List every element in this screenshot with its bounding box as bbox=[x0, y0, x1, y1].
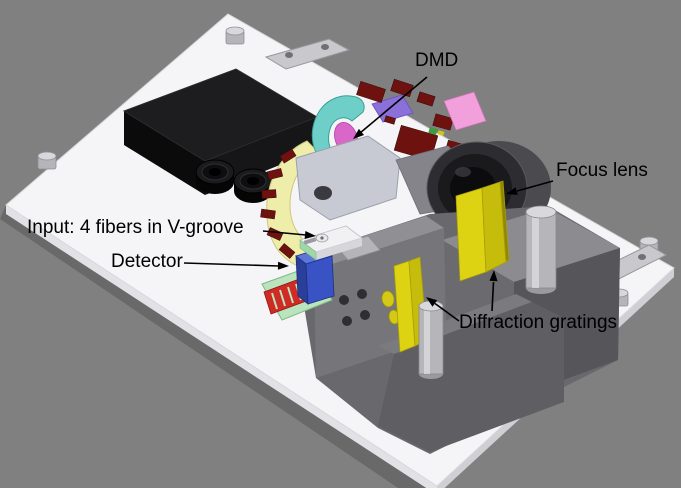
arrow-detector bbox=[183, 261, 289, 270]
support-post-2 bbox=[418, 300, 444, 379]
board-yellow-bit bbox=[437, 130, 445, 136]
arrow-grating-lower bbox=[426, 297, 460, 322]
label-dmd: DMD bbox=[415, 50, 459, 71]
lens-tube-1 bbox=[195, 159, 235, 194]
label-detector: Detector bbox=[111, 251, 183, 272]
vgroove-green-base bbox=[299, 239, 317, 261]
dmd-block-pink bbox=[443, 91, 487, 131]
label-focus-lens: Focus lens bbox=[556, 160, 648, 181]
support-post-1 bbox=[525, 205, 557, 294]
arrow-focus-lens bbox=[506, 180, 554, 195]
bracket-holes bbox=[339, 289, 370, 326]
label-input-fibers: Input: 4 fibers in V-groove bbox=[27, 217, 244, 238]
arrow-input-fibers bbox=[262, 230, 316, 239]
lens-tube-2 bbox=[233, 168, 273, 203]
fan-plate-chips bbox=[260, 148, 297, 259]
lens-tubes bbox=[195, 159, 273, 203]
annotation-arrows bbox=[183, 76, 554, 322]
diffraction-grating-upper bbox=[455, 180, 510, 282]
mounting-bar-top bbox=[264, 38, 351, 70]
fiber-vgroove bbox=[299, 225, 381, 261]
arrow-dmd bbox=[353, 76, 428, 139]
bracket-yellow-dots bbox=[381, 290, 400, 325]
arrow-grating-upper bbox=[489, 270, 498, 312]
label-diffraction-gratings: Diffraction gratings bbox=[459, 312, 618, 333]
